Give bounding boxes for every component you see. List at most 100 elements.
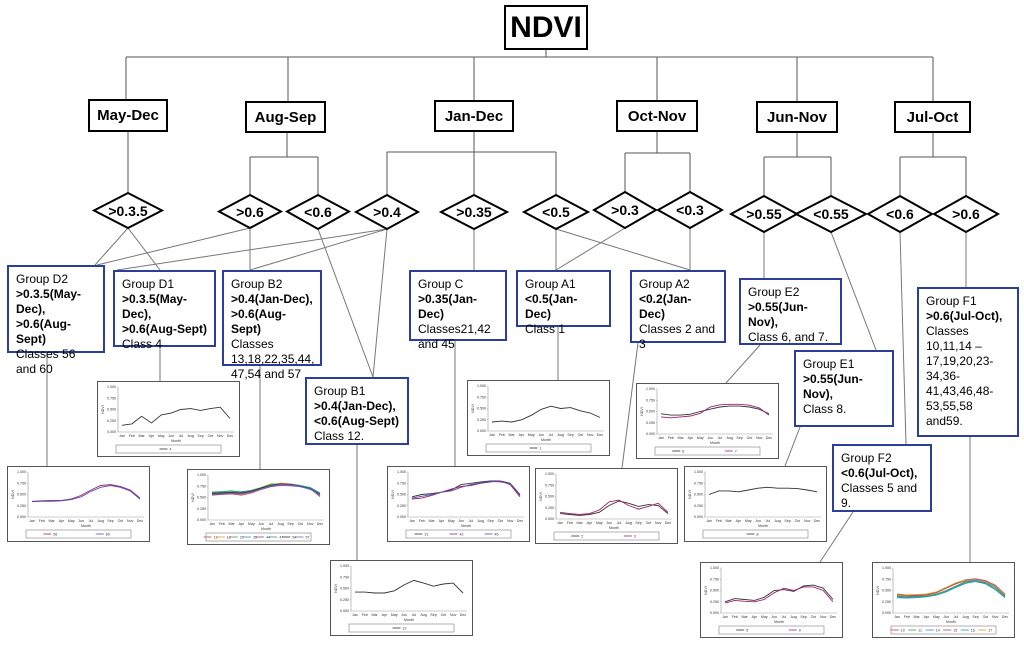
- x-tick-label: Dec: [137, 519, 144, 523]
- x-tick-label: Dec: [517, 519, 524, 523]
- x-axis-label: Month: [81, 524, 91, 528]
- x-tick-label: Jan: [557, 521, 563, 525]
- y-tick-label: 1.000: [646, 387, 655, 391]
- group-classes: Classes21,42 and 45: [418, 322, 491, 351]
- x-tick-label: May: [528, 433, 535, 437]
- x-tick-label: Oct: [646, 521, 652, 525]
- y-tick-label: 0.750: [882, 577, 891, 581]
- x-tick-label: Sep: [430, 613, 436, 617]
- y-tick-label: 0.750: [197, 484, 206, 488]
- x-tick-label: Aug: [98, 519, 104, 523]
- x-tick-label: Feb: [362, 613, 368, 617]
- legend-label: 44: [266, 535, 270, 539]
- x-axis-label: Month: [609, 526, 619, 530]
- threshold-label: >0.55: [746, 206, 782, 222]
- threshold-diamond: [931, 194, 1001, 234]
- x-tick-label: Sep: [107, 519, 113, 523]
- threshold-diamond: [521, 193, 591, 231]
- period-label: Aug-Sep: [254, 108, 317, 126]
- legend-label: 7: [735, 449, 737, 453]
- y-axis-label: NDVI: [704, 586, 708, 595]
- x-tick-label: Mar: [726, 519, 733, 523]
- y-tick-label: 0.000: [107, 430, 116, 434]
- x-tick-label: Sep: [800, 615, 806, 619]
- x-tick-label: Jan: [706, 519, 712, 523]
- x-tick-label: Nov: [587, 433, 594, 437]
- group-rule: >0.4(Jan-Dec), >0.6(Aug-Sept): [231, 292, 313, 336]
- legend-label: 9: [799, 628, 801, 632]
- x-tick-label: Mar: [229, 522, 236, 526]
- x-tick-label: Oct: [208, 434, 214, 438]
- x-tick-label: Jan: [29, 519, 35, 523]
- x-tick-label: Jun: [707, 436, 713, 440]
- x-tick-label: Feb: [668, 436, 674, 440]
- y-tick-label: 0.000: [397, 515, 406, 519]
- group-title: Group B2: [231, 277, 283, 291]
- x-tick-label: Jul: [954, 615, 959, 619]
- y-tick-label: 0.250: [397, 504, 406, 508]
- x-tick-label: Feb: [219, 522, 225, 526]
- x-tick-label: Apr: [519, 433, 525, 437]
- x-tick-label: Oct: [441, 613, 447, 617]
- x-tick-label: Apr: [382, 613, 388, 617]
- threshold-diamond: [284, 193, 352, 231]
- x-axis-label: Month: [758, 524, 768, 528]
- root-label: NDVI: [510, 10, 582, 44]
- y-tick-label: 1.000: [17, 470, 26, 474]
- group-classes: Classes 5 and 9.: [841, 481, 918, 510]
- y-tick-label: 1.000: [340, 564, 349, 568]
- legend-label: 22: [240, 535, 244, 539]
- group-c-box: Group C >0.35(Jan-Dec) Classes21,42 and …: [409, 270, 507, 351]
- x-tick-label: Jun: [755, 519, 761, 523]
- y-tick-label: 1.000: [710, 566, 719, 570]
- legend-label: 13: [214, 535, 218, 539]
- threshold-diamond: [216, 193, 284, 230]
- x-tick-label: Apr: [149, 434, 155, 438]
- group-classes: Class 8.: [803, 402, 847, 416]
- x-tick-label: Mar: [429, 519, 436, 523]
- legend-label: 16: [971, 628, 975, 632]
- x-tick-label: Apr: [239, 522, 245, 526]
- x-tick-label: Nov: [756, 436, 763, 440]
- legend-label: 11: [918, 628, 922, 632]
- period-node-jun-nov: Jun-Nov: [756, 101, 838, 133]
- y-tick-label: 0.750: [340, 575, 349, 579]
- legend-box: [405, 529, 512, 539]
- x-axis-label: Month: [461, 524, 471, 528]
- x-tick-label: Jul: [412, 613, 417, 617]
- legend-label: 6: [682, 449, 684, 453]
- y-tick-label: 0.250: [17, 504, 26, 508]
- group-title: Group A2: [639, 277, 690, 291]
- group-a2-box: Group A2 <0.2(Jan-Dec) Classes 2 and 3: [630, 270, 726, 351]
- y-tick-label: 0.000: [197, 518, 206, 522]
- y-tick-label: 0.250: [694, 504, 703, 508]
- x-tick-label: Apr: [924, 615, 930, 619]
- x-tick-label: Nov: [217, 434, 224, 438]
- legend-box: [553, 531, 660, 541]
- x-tick-label: Jun: [168, 434, 174, 438]
- threshold-diamond: [728, 194, 800, 234]
- x-tick-label: Mar: [577, 521, 584, 525]
- x-tick-label: Sep: [736, 436, 742, 440]
- x-tick-label: May: [596, 521, 603, 525]
- x-tick-label: May: [391, 613, 398, 617]
- legend-box: [718, 625, 825, 635]
- y-tick-label: 0.500: [17, 493, 26, 497]
- y-tick-label: 0.250: [340, 598, 349, 602]
- y-tick-label: 0.500: [197, 496, 206, 500]
- group-rule: <0.5(Jan-Dec): [525, 292, 578, 321]
- group-e2-box: Group E2 >0.55(Jun-Nov), Class 6, and 7.: [739, 278, 842, 345]
- x-tick-label: Jul: [718, 436, 723, 440]
- x-tick-label: May: [745, 519, 752, 523]
- threshold-label: >0.35: [456, 204, 492, 220]
- threshold-label: >0.6: [236, 204, 264, 220]
- legend-label: 1: [540, 446, 542, 450]
- y-tick-label: 0.250: [477, 418, 486, 422]
- x-tick-label: Aug: [558, 433, 564, 437]
- x-tick-label: Nov: [507, 519, 514, 523]
